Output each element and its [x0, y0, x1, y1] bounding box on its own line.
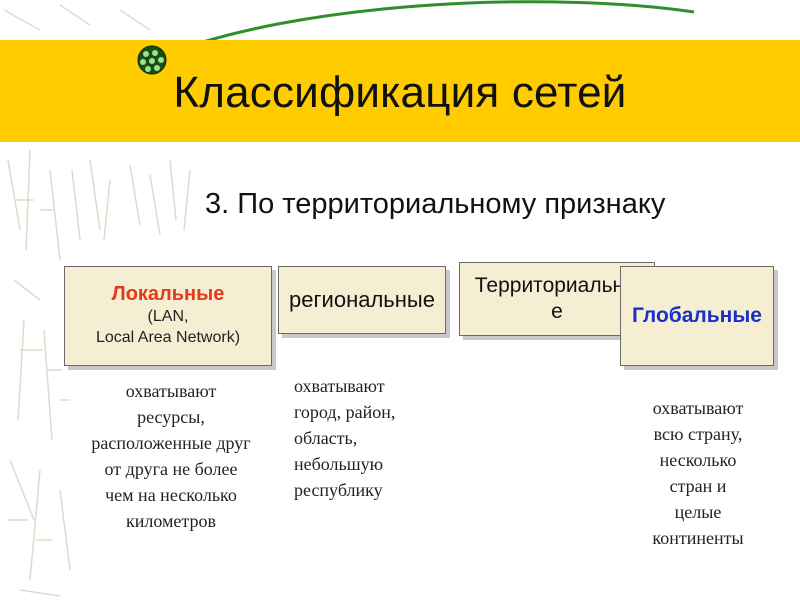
category-box-global: Глобальные	[620, 266, 774, 366]
description-regional: охватывают город, район, область, неболь…	[294, 376, 396, 500]
category-name-local: Локальные	[111, 283, 225, 305]
category-sub-local-line1: (LAN,	[147, 308, 189, 325]
category-name-regional: региональные	[289, 287, 435, 312]
description-local: охватывают ресурсы, расположенные друг о…	[91, 381, 251, 531]
description-global: охватывают всю страну, несколько стран и…	[652, 398, 744, 548]
category-name-global: Глобальные	[632, 304, 762, 327]
page-title: Классификация сетей	[173, 68, 627, 117]
category-sub-local-line2: Local Area Network)	[95, 329, 241, 346]
title-band	[0, 40, 800, 142]
page-subtitle: 3. По территориальному признаку	[205, 188, 666, 220]
category-name-territorial: Территориальны е	[474, 274, 640, 323]
category-box-regional: региональные	[278, 266, 446, 334]
category-box-local: Локальные (LAN, Local Area Network)	[64, 266, 272, 366]
